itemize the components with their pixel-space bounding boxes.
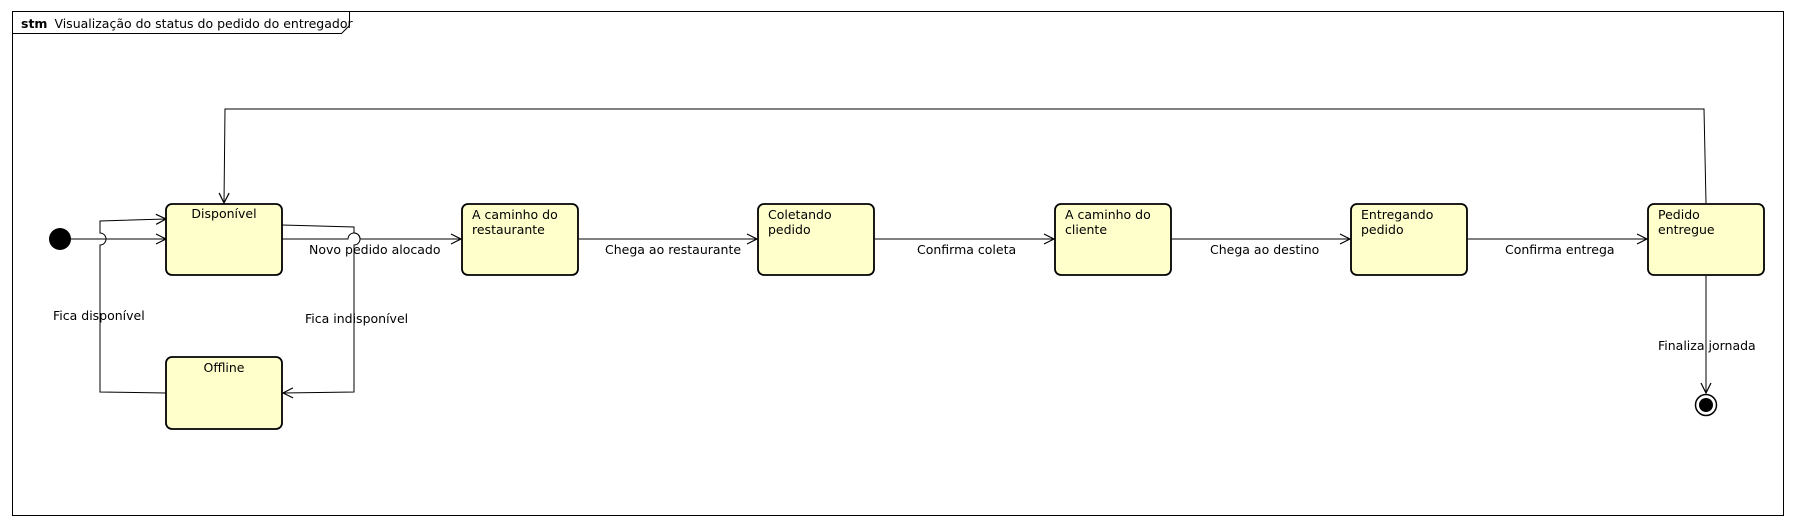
state-coletando-line2: pedido <box>768 222 811 237</box>
state-entregando: Entregando pedido <box>1350 203 1468 276</box>
transition-fica-disponivel <box>99 219 166 394</box>
final-state <box>1694 393 1718 417</box>
state-caminho-restaurante-line2: restaurante <box>472 222 545 237</box>
state-disponivel-label: Disponível <box>191 206 256 221</box>
state-caminho-restaurante-line1: A caminho do <box>472 207 558 222</box>
state-entregando-line1: Entregando <box>1361 207 1433 222</box>
state-entregue: Pedido entregue <box>1647 203 1765 276</box>
state-caminho-restaurante: A caminho do restaurante <box>461 203 579 276</box>
state-caminho-cliente: A caminho do cliente <box>1054 203 1172 276</box>
state-disponivel: Disponível <box>165 203 283 276</box>
label-fica-disponivel: Fica disponível <box>53 308 145 323</box>
frame-title-text: Visualização do status do pedido do entr… <box>54 16 353 31</box>
initial-state <box>49 228 71 250</box>
state-entregando-line2: pedido <box>1361 222 1404 237</box>
svg-text:Pedido entregue: Pedido entregue <box>1658 207 1715 237</box>
state-caminho-cliente-line2: cliente <box>1065 222 1107 237</box>
transition-novo-pedido <box>282 232 461 239</box>
svg-text:A caminho do restaurante: A caminho do restaurante <box>472 207 562 237</box>
label-novo-pedido: Novo pedido alocado <box>309 242 441 257</box>
state-coletando-line1: Coletando <box>768 207 832 222</box>
label-confirma-entrega: Confirma entrega <box>1505 242 1615 257</box>
frame-keyword: stm <box>21 16 47 31</box>
label-chega-restaurante: Chega ao restaurante <box>605 242 741 257</box>
svg-text:A caminho do cliente: A caminho do cliente <box>1065 207 1155 237</box>
state-entregue-line2: entregue <box>1658 222 1715 237</box>
state-offline-label: Offline <box>203 360 244 375</box>
label-confirma-coleta: Confirma coleta <box>917 242 1016 257</box>
label-chega-destino: Chega ao destino <box>1210 242 1319 257</box>
frame-tab <box>12 11 350 34</box>
frame-title: stm Visualização do status do pedido do … <box>21 16 353 31</box>
state-coletando: Coletando pedido <box>757 203 875 276</box>
label-fica-indisponivel: Fica indisponível <box>305 311 408 326</box>
state-caminho-cliente-line1: A caminho do <box>1065 207 1151 222</box>
svg-text:Entregando pedido: Entregando pedido <box>1361 207 1437 237</box>
state-entregue-line1: Pedido <box>1658 207 1700 222</box>
label-finaliza-jornada: Finaliza jornada <box>1658 338 1756 353</box>
transition-loop-back <box>224 108 1707 203</box>
diagram-frame <box>12 11 1784 516</box>
svg-text:Coletando pedido: Coletando pedido <box>768 207 836 237</box>
state-offline: Offline <box>165 356 283 430</box>
